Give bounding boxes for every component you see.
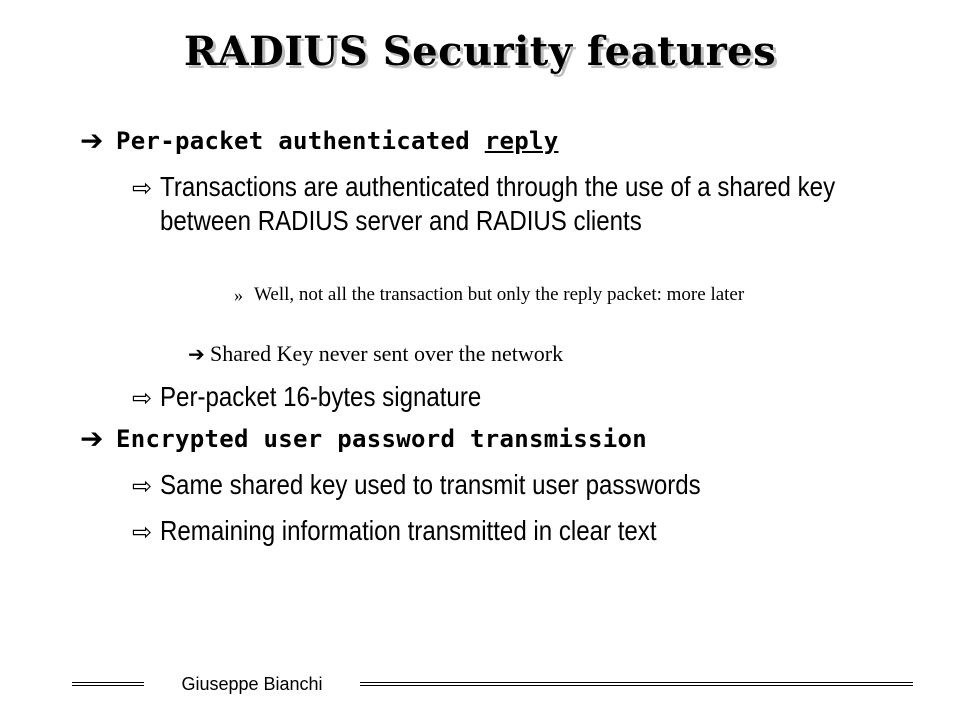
hollow-arrow-right-icon: ⇨ <box>132 472 153 500</box>
bullet-text: Remaining information transmitted in cle… <box>160 515 657 546</box>
footer-rule-right <box>360 682 913 686</box>
bullet-encrypted-user-password: ➔ Encrypted user password transmission <box>80 422 647 456</box>
bullet-per-packet-signature: ⇨ Per-packet 16-bytes signature <box>132 380 534 416</box>
bullet-same-shared-key: ⇨ Same shared key used to transmit user … <box>132 468 789 504</box>
bullet-text: Shared Key never sent over the network <box>210 341 564 366</box>
hollow-arrow-right-icon: ⇨ <box>132 384 153 412</box>
bullet-text-main: Per-packet authenticated <box>116 127 485 155</box>
bullet-remaining-information: ⇨ Remaining information transmitted in c… <box>132 514 737 550</box>
slide-footer: Giuseppe Bianchi <box>0 672 960 696</box>
bullet-per-packet-authenticated-reply: ➔ Per-packet authenticated reply <box>80 124 558 158</box>
raquo-icon: » <box>234 285 243 305</box>
bullet-text: Encrypted user password transmission <box>116 425 647 453</box>
bullet-text: Same shared key used to transmit user pa… <box>160 469 701 500</box>
hollow-arrow-right-icon: ⇨ <box>132 518 153 546</box>
hollow-arrow-right-icon: ⇨ <box>132 174 153 202</box>
bullet-text: Per-packet 16-bytes signature <box>160 381 482 412</box>
footer-author: Giuseppe Bianchi <box>181 674 323 694</box>
bullet-text: Well, not all the transaction but only t… <box>254 284 745 305</box>
bullet-text: Transactions are authenticated through t… <box>160 171 836 236</box>
slide-title: RADIUS Security features <box>183 28 777 75</box>
bullet-transactions-authenticated: ⇨ Transactions are authenticated through… <box>132 170 950 238</box>
arrow-right-bold-icon: ➔ <box>80 422 104 455</box>
bullet-well-not-all: » Well, not all the transaction but only… <box>234 284 824 306</box>
arrow-right-icon: ➔ <box>188 342 205 366</box>
bullet-text-underlined: reply <box>484 127 559 155</box>
footer-rule-left <box>72 682 144 686</box>
bullet-text: Per-packet authenticated reply <box>116 124 558 158</box>
bullet-shared-key-never-sent: ➔ Shared Key never sent over the network <box>188 340 563 368</box>
arrow-right-bold-icon: ➔ <box>80 124 104 157</box>
